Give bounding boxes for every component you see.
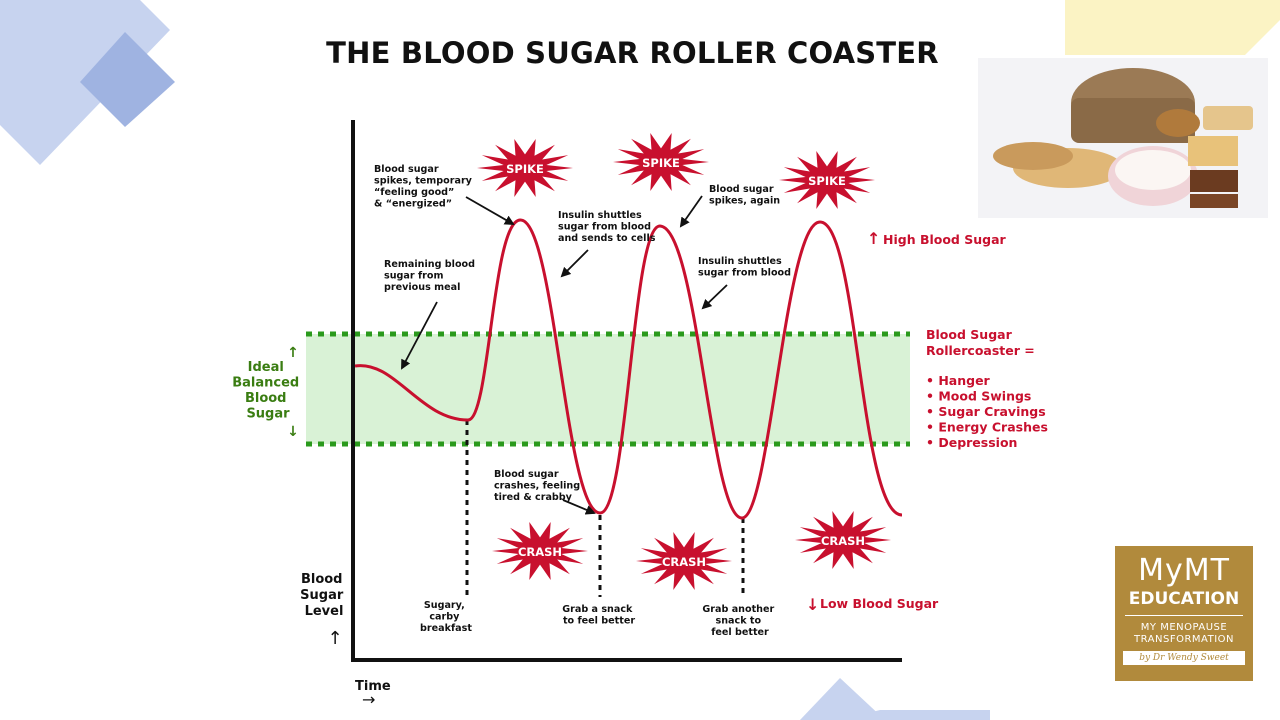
page-title: THE BLOOD SUGAR ROLLER COASTER: [326, 36, 939, 70]
logo-divider: [1125, 615, 1243, 616]
ideal-down-arrow-icon: ↓: [287, 424, 299, 440]
note-remaining: Remaining blood sugar from previous meal: [384, 259, 478, 293]
svg-text:CRASH: CRASH: [518, 545, 562, 559]
svg-text:SPIKE: SPIKE: [808, 174, 846, 188]
svg-text:SPIKE: SPIKE: [506, 162, 544, 176]
logo-line-4: TRANSFORMATION: [1134, 634, 1234, 645]
bread-and-pastries-photo: [978, 58, 1268, 218]
x-axis-arrow-icon: →: [362, 690, 375, 709]
y-axis-label: Blood Sugar Level: [300, 572, 348, 619]
svg-text:SPIKE: SPIKE: [642, 156, 680, 170]
spike-burst-3: SPIKE: [779, 151, 875, 209]
logo-line-1: MyMT: [1138, 553, 1230, 588]
crash-burst-1: CRASH: [492, 522, 588, 580]
arrow-insulin-second: [701, 284, 728, 310]
note-insulin-second: Insulin shuttles sugar from blood: [698, 256, 791, 279]
note-breakfast: Sugary, carby breakfast: [420, 600, 472, 634]
rollercoaster-title: Blood Sugar Rollercoaster =: [926, 327, 1035, 358]
arrow-remaining: [401, 301, 438, 370]
arrow-insulin-first: [560, 249, 589, 278]
x-axis-label: Time: [355, 679, 391, 694]
note-snack: Grab a snack to feel better: [562, 604, 636, 627]
note-another-snack: Grab another snack to feel better: [702, 604, 777, 638]
svg-text:CRASH: CRASH: [821, 534, 865, 548]
low-blood-sugar-label: Low Blood Sugar: [820, 596, 939, 611]
mymt-education-logo: MyMT EDUCATION MY MENOPAUSE TRANSFORMATI…: [1115, 546, 1253, 681]
spike-burst-2: SPIKE: [613, 133, 709, 191]
note-spikes-first: Blood sugar spikes, temporary “feeling g…: [374, 164, 475, 210]
note-spikes-again: Blood sugar spikes, again: [709, 184, 780, 207]
ideal-zone-band: [306, 334, 910, 444]
blood-sugar-curve: [354, 218, 903, 520]
logo-line-5: by Dr Wendy Sweet: [1123, 651, 1245, 665]
note-insulin-first: Insulin shuttles sugar from blood and se…: [558, 210, 656, 244]
rollercoaster-effects: • Hanger • Mood Swings • Sugar Cravings …: [926, 373, 1052, 450]
arrow-crashes: [562, 499, 596, 515]
y-axis-arrow-icon: ↑: [327, 628, 342, 649]
ideal-up-arrow-icon: ↑: [287, 345, 299, 361]
logo-line-2: EDUCATION: [1128, 589, 1240, 609]
crash-burst-2: CRASH: [636, 532, 732, 590]
note-crashes: Blood sugar crashes, feeling tired & cra…: [494, 469, 583, 503]
arrow-spikes-again: [679, 195, 703, 228]
logo-line-3: MY MENOPAUSE: [1140, 622, 1228, 633]
ideal-zone-label: Ideal Balanced Blood Sugar: [232, 360, 304, 422]
low-down-arrow-icon: ↓: [806, 595, 819, 614]
high-up-arrow-icon: ↑: [867, 229, 880, 248]
crash-burst-3: CRASH: [795, 511, 891, 569]
high-blood-sugar-label: High Blood Sugar: [883, 232, 1007, 247]
arrow-spikes-first: [465, 196, 515, 225]
spike-burst-1: SPIKE: [477, 139, 573, 197]
svg-text:CRASH: CRASH: [662, 555, 706, 569]
